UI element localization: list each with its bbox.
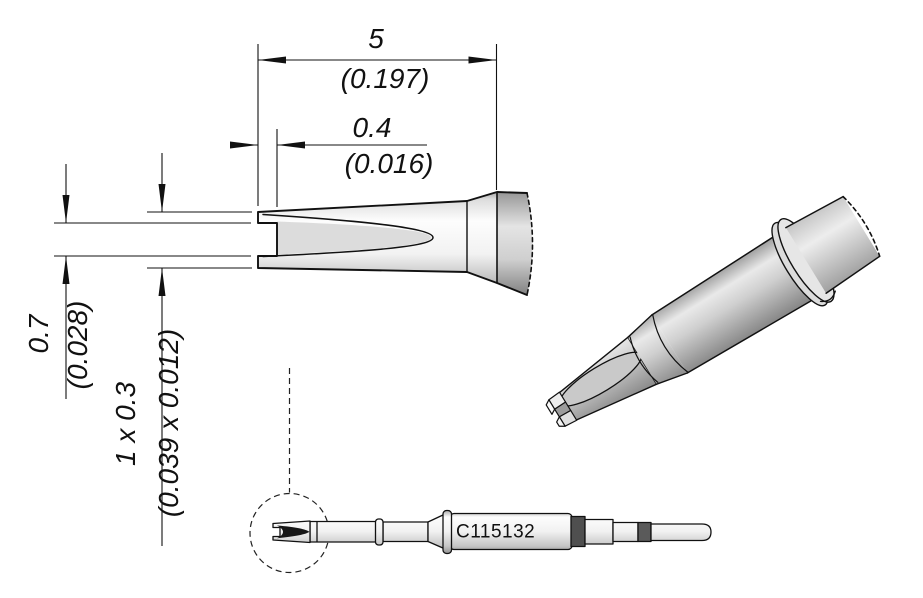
chisel-face-fill — [277, 221, 431, 255]
cylinder-edge — [651, 226, 789, 316]
transition-arc — [629, 336, 659, 383]
broken-end-dashed-edge-3d — [842, 195, 881, 258]
dim-slot-width-mm: 0.7 — [23, 313, 54, 353]
cartridge-cylinder — [584, 518, 614, 545]
cartridge-ring — [442, 509, 453, 555]
dim-slot-depth-in: (0.016) — [345, 148, 434, 179]
end-section-edge — [825, 255, 881, 295]
arrowhead — [230, 141, 258, 149]
cylinder-edge — [686, 290, 829, 374]
dimension-overall-length: 5 (0.197) — [257, 23, 498, 206]
dark-band — [570, 515, 586, 548]
transition-arc — [652, 313, 689, 374]
chisel-face-edge — [262, 213, 434, 258]
arrowhead — [62, 256, 70, 284]
cartridge-thin-shaft — [612, 521, 639, 543]
cartridge-terminal-rod — [650, 523, 712, 542]
dim-length-mm: 5 — [368, 23, 384, 54]
arrowhead — [158, 268, 166, 296]
cartridge-shaft — [382, 521, 429, 543]
prong-cut-face — [556, 416, 566, 427]
dark-band — [637, 521, 652, 543]
tip-side-view — [257, 191, 534, 296]
dimension-slot-depth: 0.4 (0.016) — [230, 112, 433, 207]
taper-3d — [627, 315, 688, 385]
tip-3d-view — [545, 195, 881, 427]
flange-front-arc — [819, 290, 836, 303]
dim-tip-face-mm: 1 x 0.3 — [110, 382, 141, 466]
prong-cut-face — [545, 399, 556, 415]
dimension-tip-face: 1 x 0.3 (0.039 x 0.012) — [110, 153, 252, 546]
tip-cap-shading — [497, 192, 533, 295]
arrowhead — [468, 56, 497, 64]
dim-tip-face-in: (0.039 x 0.012) — [153, 329, 184, 517]
dim-slot-width-in: (0.028) — [62, 301, 93, 390]
dimension-slot-width: 0.7 (0.028) — [23, 164, 251, 399]
arrowhead — [258, 56, 286, 64]
taper-edge — [627, 314, 653, 339]
broken-end-dashed-edge — [526, 192, 534, 296]
tip-outline — [257, 191, 528, 296]
arrowhead — [62, 195, 70, 223]
arrowhead — [277, 141, 305, 149]
arrowhead — [158, 184, 166, 212]
end-section-edge — [785, 195, 844, 229]
cartridge-taper — [427, 513, 445, 550]
cartridge-side-view: C115132 — [272, 509, 712, 555]
part-number-label: C115132 — [456, 522, 535, 543]
cartridge-shaft — [309, 520, 377, 543]
end-section-3d — [785, 196, 880, 294]
cartridge-ring — [374, 518, 384, 546]
cartridge-tip-face-dark — [277, 525, 310, 539]
dim-slot-depth-mm: 0.4 — [353, 112, 392, 143]
taper-edge — [655, 372, 689, 385]
dim-length-in: (0.197) — [341, 63, 430, 94]
